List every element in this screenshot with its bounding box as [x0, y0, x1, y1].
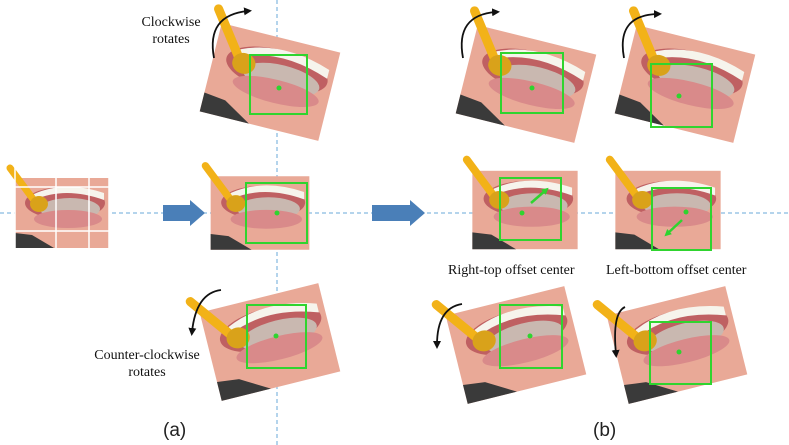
bbox	[649, 321, 712, 385]
bbox	[500, 52, 564, 114]
panel-label-b: (b)	[593, 420, 617, 441]
bbox	[499, 304, 563, 369]
clockwise-label-line-2: rotates	[152, 32, 190, 47]
process-arrow-2	[372, 200, 425, 226]
counter-clockwise-arrow	[433, 303, 463, 349]
counter-clockwise-label-line-1: Counter-clockwise	[94, 348, 200, 363]
bbox	[246, 304, 307, 369]
process-arrow-1	[163, 200, 205, 226]
clockwise-arrow	[460, 8, 500, 59]
counter-clockwise-label-line-2: rotates	[128, 365, 166, 380]
b-cw-image-2	[608, 11, 758, 143]
b-offset-image-2	[610, 160, 721, 250]
right-top-offset-label: Right-top offset center	[448, 263, 575, 278]
bbox	[245, 182, 308, 244]
bbox-center	[676, 93, 682, 99]
panel-label-a: (a)	[163, 420, 187, 441]
left-bottom-offset-arrow	[664, 219, 683, 237]
bbox-center	[529, 85, 535, 91]
bbox-center	[273, 333, 279, 339]
bbox	[249, 54, 308, 115]
counter-clockwise-label: Counter-clockwise rotates	[82, 347, 212, 381]
counter-clockwise-arrow	[611, 306, 626, 358]
clockwise-label: Clockwise rotates	[126, 14, 216, 48]
b-cw-image-1	[449, 11, 599, 143]
clockwise-arrow	[621, 10, 662, 59]
original-image	[205, 166, 309, 250]
bbox	[650, 63, 713, 128]
bbox-center	[276, 85, 282, 91]
bbox-center	[683, 209, 689, 215]
bbox-center	[527, 333, 533, 339]
b-ccw-image-2	[597, 273, 747, 405]
bbox-center	[519, 210, 525, 216]
grid-image	[10, 166, 109, 261]
bbox-center	[274, 210, 280, 216]
left-bottom-offset-label: Left-bottom offset center	[606, 263, 747, 278]
bbox	[651, 187, 712, 251]
right-top-offset-arrow	[530, 187, 549, 204]
clockwise-arrow	[211, 7, 252, 59]
rotated-ccw-image	[190, 270, 340, 402]
bbox	[499, 177, 562, 241]
counter-clockwise-arrow	[188, 289, 222, 336]
b-ccw-image-1	[436, 273, 586, 405]
bbox-center	[676, 349, 682, 355]
clockwise-label-line-1: Clockwise	[141, 15, 201, 30]
